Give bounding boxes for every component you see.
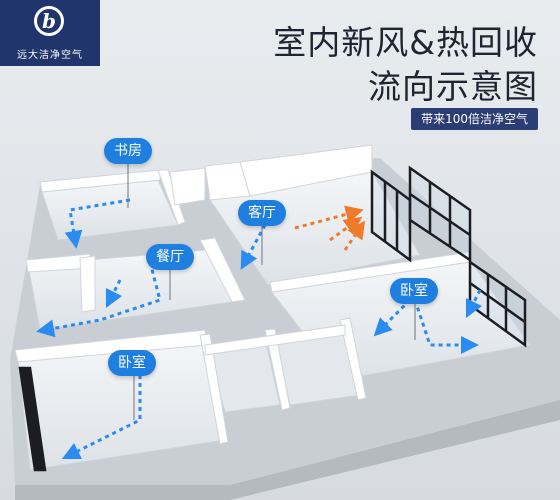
brand-name: 远大洁净空气 (17, 50, 83, 61)
floor-slab-edge (15, 400, 560, 500)
brand-logo: b 远大洁净空气 (0, 0, 100, 66)
room-label-bedroom-left: 卧室 (108, 350, 156, 376)
room-label-study: 书房 (104, 138, 152, 164)
walls (14, 144, 471, 445)
return-air-flow (294, 205, 366, 251)
room-label-bedroom-right: 卧室 (390, 278, 438, 304)
slogan-badge: 带来100倍洁净空气 (411, 108, 538, 130)
room-label-living: 客厅 (238, 200, 286, 226)
fresh-air-flow (36, 198, 483, 460)
room-label-dining: 餐厅 (146, 244, 194, 270)
page-title-line2: 流向示意图 (368, 67, 538, 106)
windows (18, 165, 527, 472)
page-title-line1: 室内新风&热回收 (273, 23, 538, 62)
brand-mark-icon: b (34, 6, 64, 36)
label-pointers (127, 160, 416, 420)
